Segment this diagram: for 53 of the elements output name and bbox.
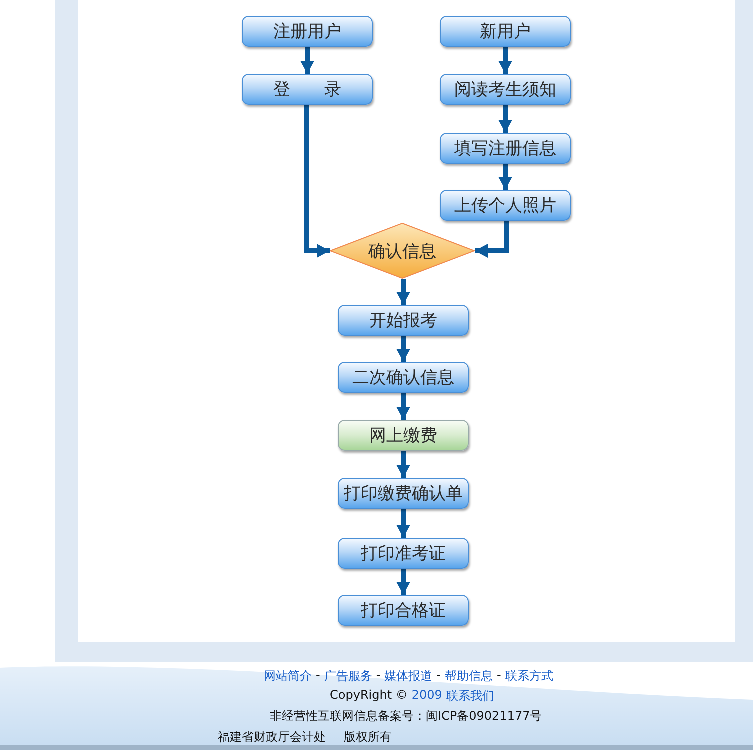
process-box bbox=[338, 478, 469, 509]
separator: - bbox=[316, 668, 320, 684]
separator: - bbox=[376, 668, 381, 684]
arrow bbox=[396, 393, 410, 420]
footer-link: 联系我们 bbox=[446, 688, 494, 705]
box-label: 打印合格证 bbox=[361, 600, 446, 622]
footer-link: 2009 bbox=[412, 688, 442, 704]
footer-link: 网站简介 bbox=[264, 668, 312, 685]
process-box bbox=[338, 420, 469, 451]
process-box bbox=[338, 362, 469, 393]
arrow bbox=[396, 569, 410, 595]
footer-link: 帮助信息 bbox=[445, 668, 494, 685]
box-label: 填写注册信息 bbox=[454, 138, 556, 160]
process-box bbox=[440, 190, 571, 221]
arrow bbox=[498, 47, 512, 74]
footer-link: 媒体报道 bbox=[384, 668, 433, 685]
box-label: 打印缴费确认单 bbox=[344, 483, 463, 505]
arrow bbox=[475, 221, 510, 258]
arrow bbox=[396, 509, 410, 538]
process-box bbox=[242, 74, 373, 105]
box-label: 阅读考生须知 bbox=[454, 79, 556, 101]
separator: - bbox=[497, 668, 502, 684]
process-box bbox=[440, 16, 571, 47]
process-box bbox=[338, 538, 469, 569]
footer-link: 联系方式 bbox=[505, 668, 554, 685]
diamond-label: 确认信息 bbox=[368, 240, 436, 262]
footer-text: CopyRight © bbox=[330, 688, 408, 704]
arrow bbox=[498, 105, 512, 133]
process-box bbox=[440, 74, 571, 105]
footer-text: 版权所有 bbox=[344, 729, 392, 746]
box-label: 开始报考 bbox=[370, 310, 438, 332]
arrow bbox=[396, 279, 410, 305]
arrow bbox=[498, 164, 512, 190]
arrow bbox=[300, 47, 314, 74]
process-box bbox=[440, 133, 571, 164]
box-label: 二次确认信息 bbox=[352, 367, 454, 389]
decision-diamond bbox=[330, 223, 475, 279]
footer-link: 广告服务 bbox=[324, 668, 372, 685]
process-box bbox=[242, 16, 373, 47]
arrow bbox=[396, 451, 410, 478]
box-label: 登 录 bbox=[274, 79, 342, 101]
box-label: 打印准考证 bbox=[361, 543, 446, 565]
arrow bbox=[304, 105, 330, 258]
footer-text: 福建省财政厅会计处 bbox=[218, 729, 326, 746]
process-box bbox=[338, 595, 469, 626]
box-label: 上传个人照片 bbox=[454, 195, 556, 217]
box-label: 网上缴费 bbox=[370, 425, 438, 447]
arrow bbox=[396, 336, 410, 362]
separator: - bbox=[436, 668, 442, 684]
box-label: 注册用户 bbox=[274, 21, 342, 43]
process-box bbox=[338, 305, 469, 336]
box-label: 新用户 bbox=[480, 21, 531, 43]
footer-text: 非经营性互联网信息备案号：闽ICP备09021177号 bbox=[270, 708, 542, 725]
